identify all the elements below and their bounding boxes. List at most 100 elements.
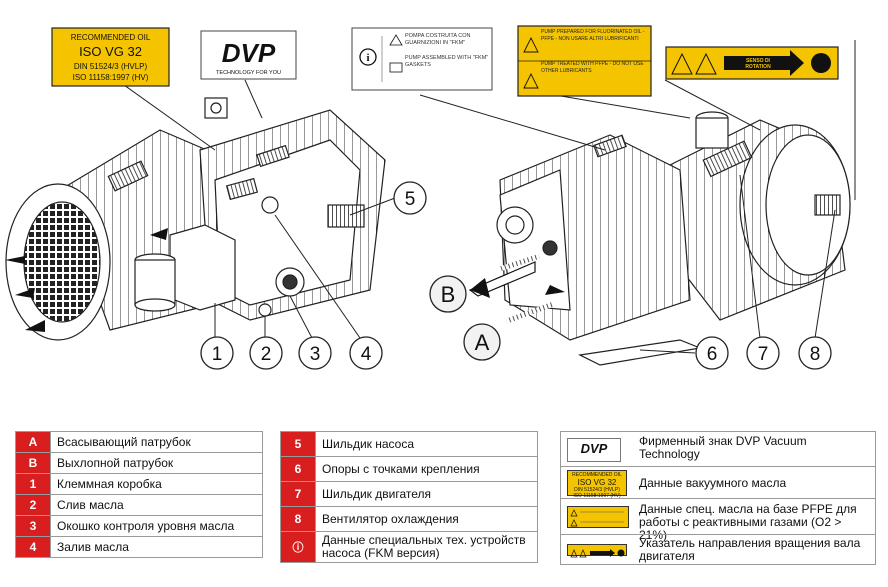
svg-text:3: 3 xyxy=(310,344,321,365)
legend-text: Фирменный знак DVP Vacuum Technology xyxy=(639,434,807,461)
right-leader-lines xyxy=(419,40,856,354)
legend-key: A xyxy=(15,431,51,453)
legend-text: Вентилятор охлаждения xyxy=(315,506,538,532)
oil-thumb-line1: RECOMMENDED OIL xyxy=(572,472,622,478)
pfpe-thumb-icons xyxy=(570,509,624,527)
oil-label-thumb: RECOMMENDED OIL ISO VG 32 DIN 51524/3 (H… xyxy=(567,470,627,499)
legend-text: Данные вакуумного масла xyxy=(639,476,787,490)
callout-7: 7 xyxy=(746,336,780,370)
oil-label-line4: ISO 11158:1997 (HV) xyxy=(73,73,149,82)
oil-label-line3: DIN 51524/3 (HVLP) xyxy=(74,62,148,71)
legend-key: 5 xyxy=(280,431,316,457)
info-icon xyxy=(359,48,377,66)
legend-right-panel: DVP Фирменный знак DVP Vacuum Technology… xyxy=(560,431,876,565)
dvp-logo-text: DVP xyxy=(222,38,276,68)
pfpe-label-bottom: PUMP TREATED WITH PFPE - DO NOT USE OTHE… xyxy=(541,61,644,74)
legend-text: Клеммная коробка xyxy=(50,473,263,495)
legend-row-pfpe: Данные спец. масла на базе PFPE для рабо… xyxy=(561,498,875,542)
pump-diagram: RECOMMENDED OIL ISO VG 32 DIN 51524/3 (H… xyxy=(5,25,856,370)
legend-text: Шильдик насоса xyxy=(315,431,538,457)
legend-key: 8 xyxy=(280,506,316,532)
pfpe-warning-icon-bottom xyxy=(523,72,539,89)
rotation-thumb-icons xyxy=(570,549,625,558)
legend-key: 2 xyxy=(15,494,51,516)
oil-label-line2: ISO VG 32 xyxy=(79,44,142,59)
callouts-right: 6 7 8 A B xyxy=(429,275,832,370)
callout-8: 8 xyxy=(798,336,832,370)
legend-row-rotation: Указатель направления вращения вала двиг… xyxy=(561,534,875,564)
legend-row-oil: RECOMMENDED OIL ISO VG 32 DIN 51524/3 (H… xyxy=(561,466,875,499)
callout-A: A xyxy=(463,323,501,361)
warning-icon xyxy=(389,34,403,46)
left-pump-drawing xyxy=(5,97,386,341)
rotation-label-line2: ROTATION xyxy=(745,64,771,70)
pfpe-warning-icon-top xyxy=(523,36,539,53)
info-label: i POMPA COSTRUITA CON GUARNIZIONI IN "FK… xyxy=(351,27,493,91)
legend-text: Данные специальных тех. устройств насоса… xyxy=(315,531,538,563)
hot-surface-icon xyxy=(695,52,717,75)
legend-key: ⓘ xyxy=(280,531,316,563)
legend-row-dvp: DVP Фирменный знак DVP Vacuum Technology xyxy=(561,432,875,466)
callout-5: 5 xyxy=(393,181,427,215)
oil-thumb-line2: ISO VG 32 xyxy=(577,478,617,487)
legend-text: Всасывающий патрубок xyxy=(50,431,263,453)
rotation-arrow-icon xyxy=(724,50,804,76)
oil-thumb-line4: ISO 11158:1997 (HV) xyxy=(573,493,621,499)
right-pump-drawing xyxy=(496,111,851,366)
callouts-left: 1 2 3 4 5 xyxy=(200,181,427,370)
callout-B: B xyxy=(429,275,467,313)
legend-key: 6 xyxy=(280,456,316,482)
callout-4: 4 xyxy=(349,336,383,370)
legend-key: 7 xyxy=(280,481,316,507)
info-label-en: PUMP ASSEMBLED WITH "FKM" GASKETS xyxy=(405,55,489,68)
info-label-it: POMPA COSTRUITA CON GUARNIZIONI IN "FKM" xyxy=(405,33,471,46)
svg-text:6: 6 xyxy=(707,344,718,365)
dvp-logo-thumb: DVP xyxy=(567,438,621,462)
rotation-label-thumb xyxy=(567,544,627,558)
legend-text: Данные спец. масла на базе PFPE для рабо… xyxy=(639,502,857,542)
dvp-logo: DVP TECHNOLOGY FOR YOU xyxy=(200,30,297,80)
svg-text:5: 5 xyxy=(405,189,416,210)
legend-text: Указатель направления вращения вала двиг… xyxy=(639,536,861,563)
svg-text:1: 1 xyxy=(212,344,223,365)
oil-label-line1: RECOMMENDED OIL xyxy=(71,33,151,42)
svg-text:7: 7 xyxy=(758,344,769,365)
svg-text:A: A xyxy=(475,330,490,355)
legend-text: Опоры с точками крепления xyxy=(315,456,538,482)
airflow-arrows-right xyxy=(468,253,565,324)
oil-label: RECOMMENDED OIL ISO VG 32 DIN 51524/3 (H… xyxy=(51,27,170,87)
legend-text: Окошко контроля уровня масла xyxy=(50,515,263,537)
legend-key: B xyxy=(15,452,51,474)
legend-key: 3 xyxy=(15,515,51,537)
legend-text: Шильдик двигателя xyxy=(315,481,538,507)
airflow-arrows-left xyxy=(5,228,168,332)
pfpe-label: PUMP PREPARED FOR FLUORINATED OIL - PFPE… xyxy=(517,25,652,97)
svg-text:i: i xyxy=(366,52,369,64)
electric-hazard-icon xyxy=(671,52,693,75)
legend-key: 1 xyxy=(15,473,51,495)
oil-thumb-line3: DIN 51524/3 (HVLP) xyxy=(574,487,620,493)
legend-key: 4 xyxy=(15,536,51,558)
rotation-label: SENSO DI ROTATION xyxy=(665,46,839,80)
left-leader-lines xyxy=(109,74,396,339)
callout-1: 1 xyxy=(200,336,234,370)
dvp-tagline: TECHNOLOGY FOR YOU xyxy=(216,70,281,76)
dvp-thumb-text: DVP xyxy=(580,441,608,456)
svg-text:8: 8 xyxy=(810,344,821,365)
svg-text:B: B xyxy=(441,282,456,307)
manual-icon xyxy=(389,62,403,73)
svg-text:2: 2 xyxy=(261,344,272,365)
legend-text: Залив масла xyxy=(50,536,263,558)
